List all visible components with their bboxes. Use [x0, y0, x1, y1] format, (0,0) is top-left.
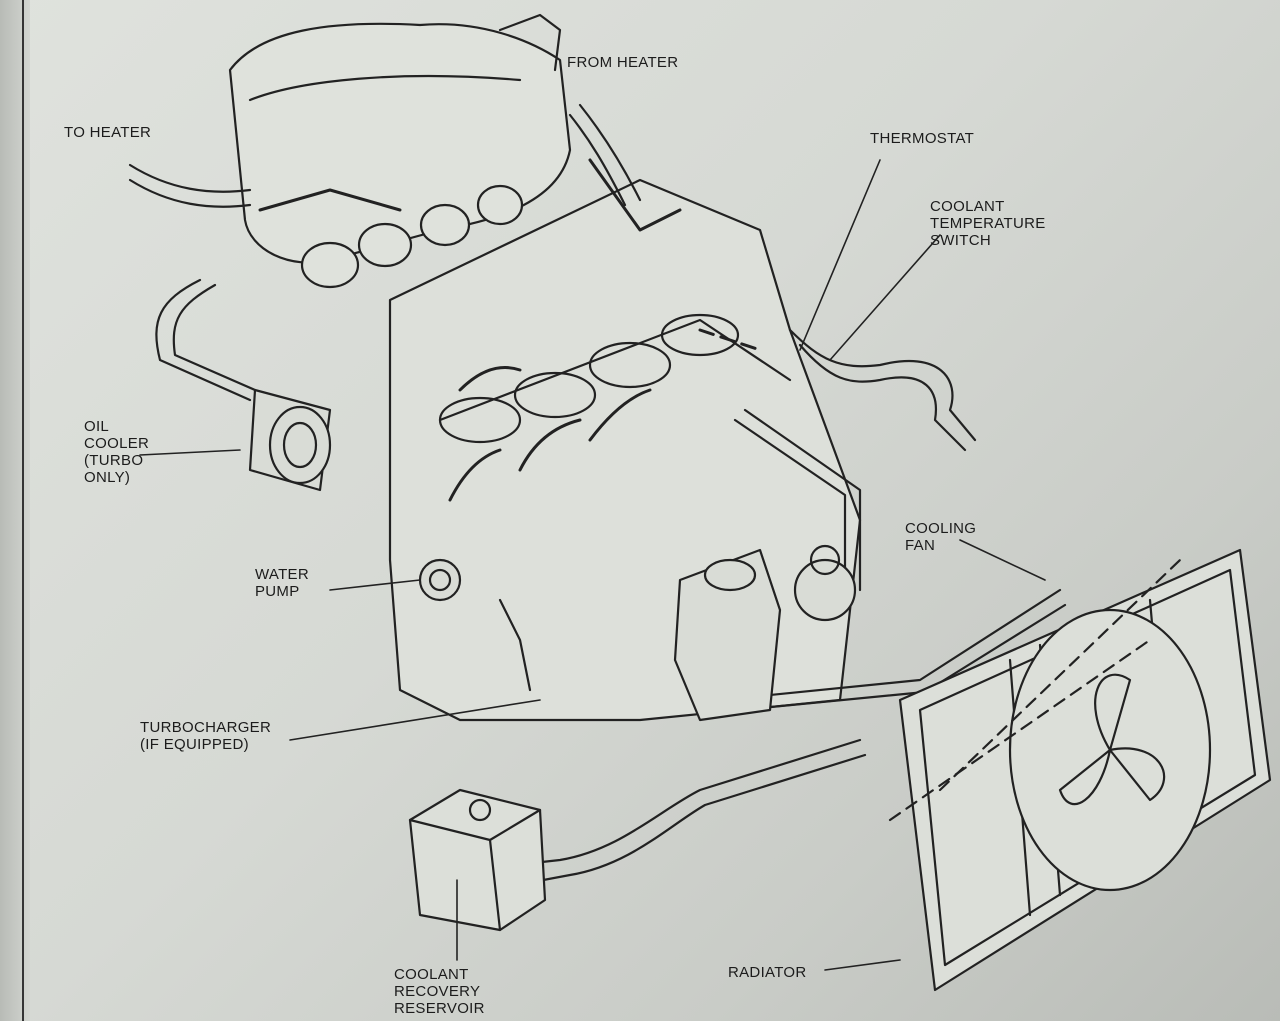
coolant-flow-arrows	[258, 158, 762, 502]
radiator	[888, 548, 1272, 992]
engine-block	[388, 178, 862, 722]
label-turbocharger: TURBOCHARGER (IF EQUIPPED)	[140, 719, 272, 753]
label-oil-cooler: OIL COOLER (TURBO ONLY)	[84, 418, 150, 486]
cooling-fan	[1008, 608, 1212, 892]
label-to-heater: TO HEATER	[64, 124, 152, 141]
coolant-recovery-reservoir	[408, 788, 547, 932]
label-water-pump: WATER PUMP	[255, 566, 309, 600]
leader-lines	[139, 159, 1046, 971]
label-coolant-temperature-switch: COOLANT TEMPERATURE SWITCH	[930, 198, 1046, 249]
label-thermostat: THERMOSTAT	[870, 130, 975, 147]
coolant-hoses	[128, 103, 1067, 892]
label-coolant-recovery-reservoir: COOLANT RECOVERY RESERVOIR	[394, 966, 485, 1017]
turbocharger	[673, 544, 857, 722]
label-from-heater: FROM HEATER	[567, 54, 679, 71]
oil-cooler	[248, 388, 332, 492]
intake-manifold	[228, 13, 572, 289]
label-cooling-fan: COOLING FAN	[905, 520, 977, 554]
page-binding	[0, 0, 30, 1021]
water-pump	[418, 558, 462, 602]
label-radiator: RADIATOR	[728, 964, 807, 981]
